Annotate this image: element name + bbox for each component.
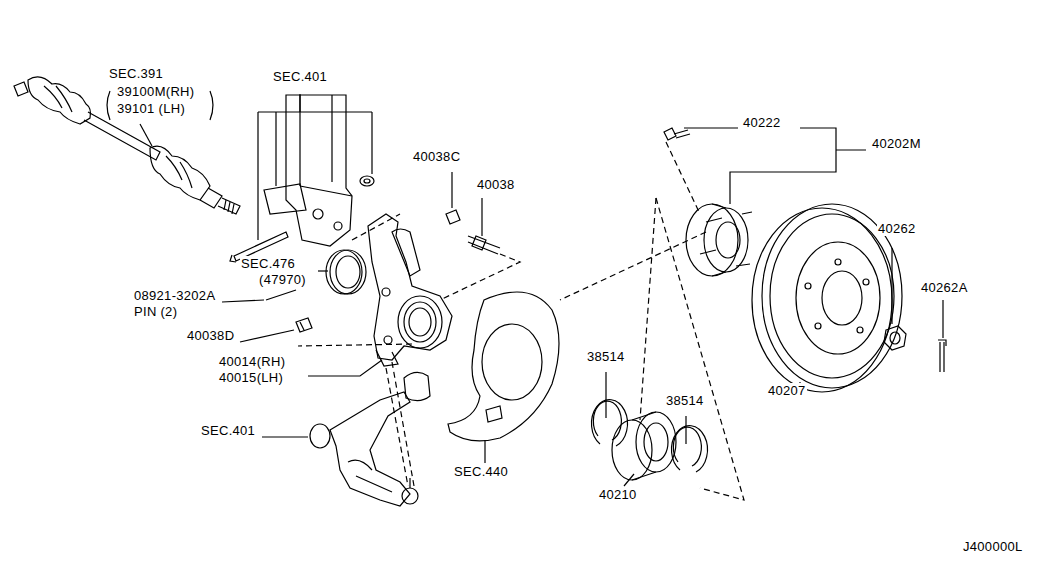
- part-number: 39100M(RH): [116, 84, 195, 99]
- part-number: (47970): [258, 272, 307, 287]
- callout-number: 40262A: [920, 280, 969, 295]
- bolt: [468, 236, 500, 254]
- part-number: 08921-3202A: [133, 288, 216, 303]
- seal: [326, 250, 366, 294]
- dashed-line: [298, 142, 744, 500]
- nut: [446, 210, 460, 224]
- cotter-pin: [938, 340, 946, 372]
- callout-number: 40202M: [871, 136, 922, 151]
- drawing-id: J400000L: [962, 539, 1024, 554]
- section-ref: SEC.391: [108, 66, 164, 81]
- hub-nut: [884, 326, 906, 350]
- callout-number: 40038: [476, 177, 516, 192]
- bracket: [107, 91, 110, 120]
- nut: [296, 318, 312, 332]
- strut: [230, 95, 374, 262]
- callout-number: 40015(LH): [218, 370, 284, 385]
- section-ref: SEC.440: [453, 464, 509, 479]
- callout-number: 40038D: [186, 328, 235, 343]
- part-number: 39101 (LH): [116, 101, 186, 116]
- callout-number: 40207: [767, 383, 807, 398]
- leader-line: [140, 94, 943, 486]
- hub-nut: [890, 332, 900, 344]
- snap-ring: [593, 401, 621, 440]
- note: PIN (2): [133, 304, 178, 319]
- pin: [266, 290, 296, 300]
- callout-number: 40014(RH): [218, 354, 286, 369]
- callout-number: 40210: [598, 487, 638, 502]
- wheel-hub: [664, 128, 752, 276]
- callout-number: 38514: [665, 393, 705, 408]
- snap-ring: [673, 427, 701, 466]
- bracket: [210, 91, 213, 120]
- dust-shield: [448, 292, 559, 441]
- lower-arm: [310, 372, 430, 506]
- callout-number: 40222: [742, 115, 782, 130]
- callout-number: 40262: [877, 221, 917, 236]
- section-ref: SEC.476: [240, 256, 296, 271]
- snap-ring: [672, 426, 708, 472]
- callout-number: 40038C: [412, 149, 461, 164]
- snap-ring: [592, 400, 628, 446]
- steering-knuckle: [368, 214, 452, 366]
- wheel-bearing: [612, 412, 676, 480]
- drive-shaft: [14, 77, 240, 214]
- section-ref: SEC.401: [272, 69, 328, 84]
- callout-number: 38514: [586, 349, 626, 364]
- section-ref: SEC.401: [200, 423, 256, 438]
